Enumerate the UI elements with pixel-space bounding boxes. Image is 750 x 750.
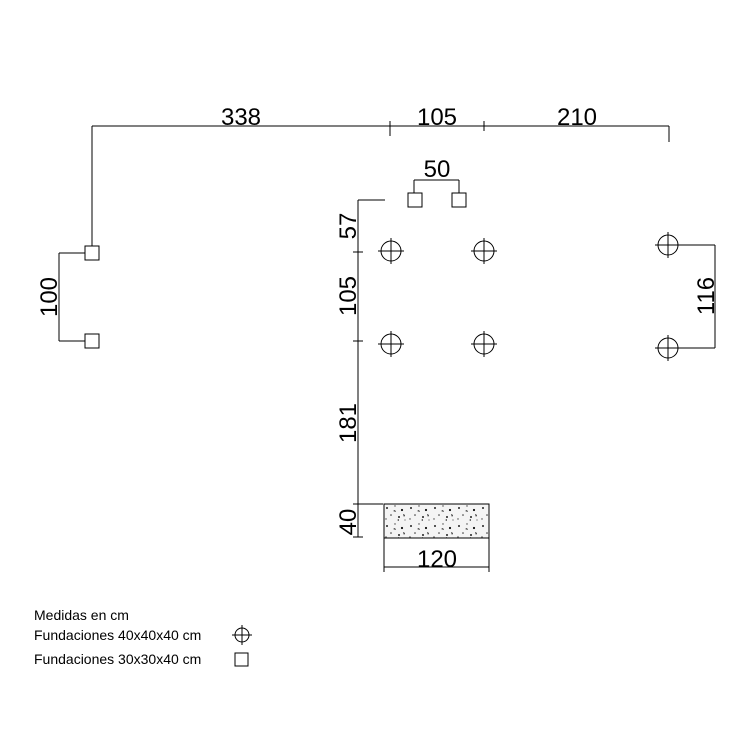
vertical-dimension-chain: 57 105 181 40 [335,199,385,538]
round-foundations [378,232,681,361]
dimension-50: 50 [424,156,451,183]
legend-round-foundation: Fundaciones 40x40x40 cm [34,627,201,643]
round-foundation [655,335,681,361]
square-foundations [84,192,467,349]
square-foundation [407,192,423,208]
concrete-slab [383,503,490,539]
dimension-105-vertical: 105 [335,276,362,316]
top-dimension-chain: 338 105 210 [91,104,670,252]
dimension-181: 181 [335,403,362,443]
bottom-dimension-120: 120 [383,538,490,573]
round-foundation [378,331,404,357]
legend-units: Medidas en cm [34,607,129,623]
square-foundation [451,192,467,208]
right-dimension-116: 116 [681,244,720,349]
dimension-40: 40 [335,509,362,536]
left-dimension-100: 100 [36,252,85,342]
round-foundation-legend-icon [232,625,252,645]
square-foundation [84,333,100,349]
pad-spacing-dimension: 50 [413,156,460,193]
dimension-210: 210 [557,104,597,131]
round-foundation [378,238,404,264]
dimension-120: 120 [417,546,457,573]
legend-square-foundation: Fundaciones 30x30x40 cm [34,651,201,667]
dimension-57: 57 [335,213,362,240]
round-foundation [471,331,497,357]
dimension-116: 116 [693,277,720,315]
dimension-100: 100 [36,277,63,317]
square-foundation [84,245,100,261]
square-foundation-legend-icon [234,652,249,667]
round-foundation [471,238,497,264]
legend: Medidas en cm Fundaciones 40x40x40 cm Fu… [34,607,252,667]
dimension-105-top: 105 [417,104,457,131]
dimension-338: 338 [221,104,261,131]
round-foundation [655,232,681,258]
